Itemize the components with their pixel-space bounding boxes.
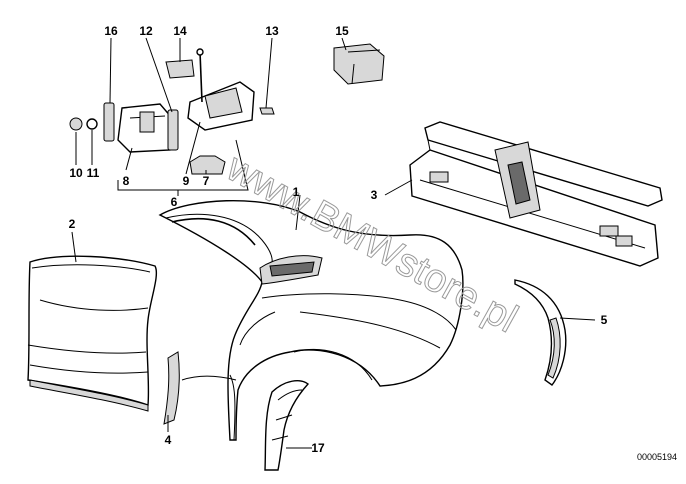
leader-lines xyxy=(71,37,596,449)
callouts: 1 2 3 4 5 6 7 8 9 10 11 12 13 14 15 16 1… xyxy=(69,24,608,455)
parts-16-14-hardware xyxy=(69,43,385,175)
callout-6: 6 xyxy=(171,195,178,209)
callout-13: 13 xyxy=(265,24,279,38)
part-number: 00005194 xyxy=(637,452,677,462)
part-17-arch-liner xyxy=(264,380,310,471)
part-4-trim-strip xyxy=(163,351,237,425)
callout-7: 7 xyxy=(203,174,210,188)
part-3-crossmember xyxy=(409,121,663,267)
callout-9: 9 xyxy=(183,174,190,188)
callout-17: 17 xyxy=(311,441,325,455)
callout-11: 11 xyxy=(87,166,100,180)
part-2-side-panel xyxy=(27,255,157,412)
callout-8: 8 xyxy=(123,174,130,188)
part-5-wheel-arch xyxy=(514,279,567,386)
callout-15: 15 xyxy=(335,24,349,38)
callout-16: 16 xyxy=(104,24,118,38)
callout-12: 12 xyxy=(139,24,153,38)
callout-5: 5 xyxy=(601,313,608,327)
part-1-rear-quarter xyxy=(158,199,464,441)
callout-1: 1 xyxy=(293,185,300,199)
callout-4: 4 xyxy=(165,433,172,447)
callout-10: 10 xyxy=(69,166,83,180)
callout-3: 3 xyxy=(371,188,378,202)
callout-14: 14 xyxy=(173,24,187,38)
callout-2: 2 xyxy=(69,217,76,231)
